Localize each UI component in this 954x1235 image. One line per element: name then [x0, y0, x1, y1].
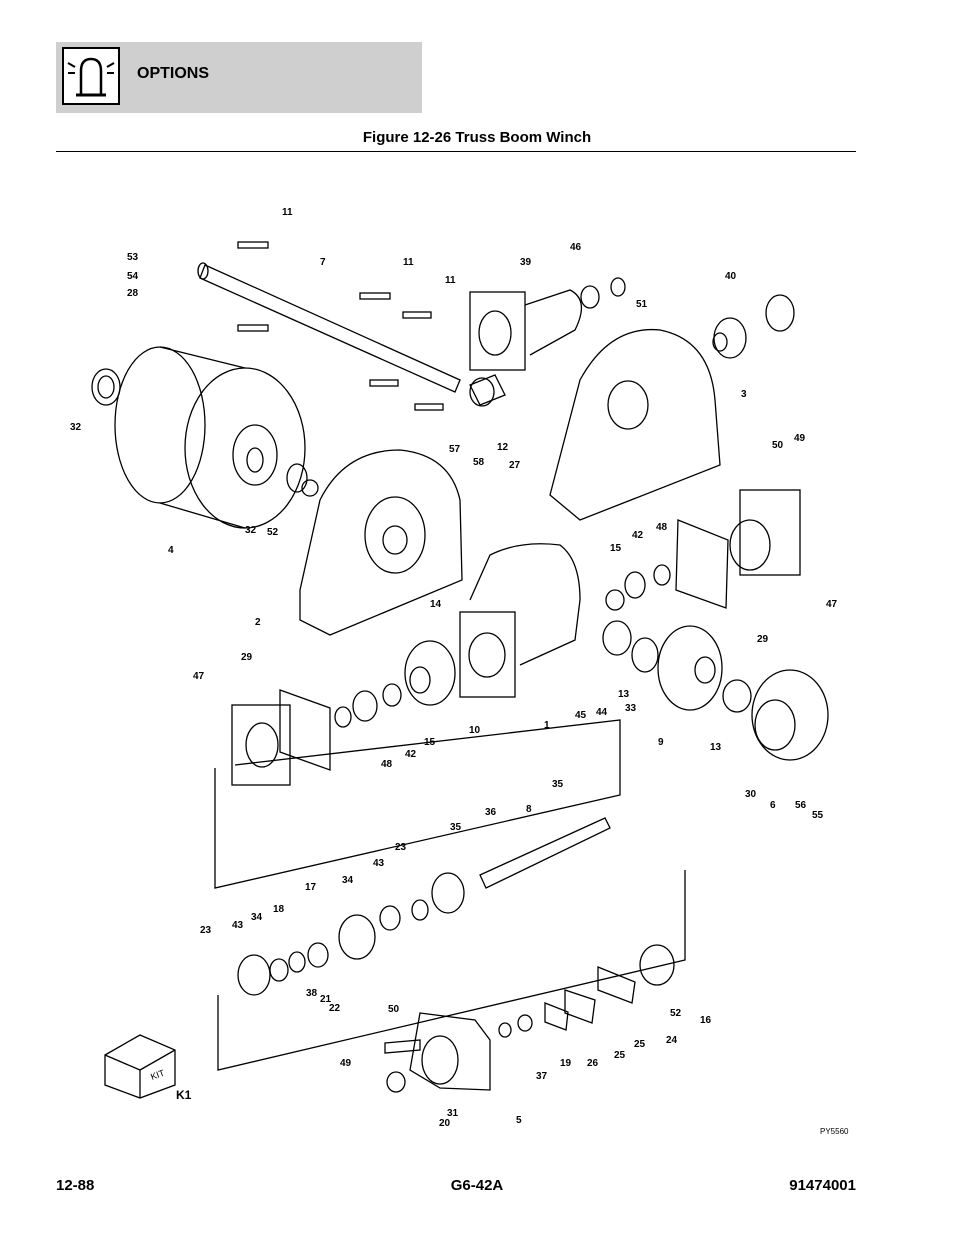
callout-label: 22	[329, 1003, 341, 1014]
callout-label: 56	[795, 800, 807, 811]
callout-label: 50	[772, 440, 784, 451]
callout-label: 31	[447, 1108, 459, 1119]
callout-label: 9	[658, 737, 664, 748]
drawing-linework	[91, 241, 829, 1099]
callout-label: 48	[381, 759, 393, 770]
callout-label: 28	[127, 288, 139, 299]
callout-label: 43	[373, 858, 385, 869]
options-light-icon-graphic	[67, 57, 115, 97]
callout-label: 55	[812, 810, 824, 821]
callout-label: 49	[794, 433, 806, 444]
callout-label: 20	[439, 1118, 451, 1129]
callout-label: 50	[388, 1004, 400, 1015]
callout-label: 57	[449, 444, 461, 455]
callout-label: 13	[618, 689, 630, 700]
callout-label: 19	[560, 1058, 572, 1069]
callout-label: 5	[516, 1115, 522, 1126]
callout-label: 8	[526, 804, 532, 815]
callout-label: 13	[710, 742, 722, 753]
options-light-icon	[62, 47, 120, 105]
callout-label: 6	[770, 800, 776, 811]
callout-label: 25	[634, 1039, 646, 1050]
callout-label: 1	[544, 720, 550, 731]
model-number: G6-42A	[450, 1177, 504, 1194]
callout-label: 35	[552, 779, 564, 790]
callout-label: 49	[340, 1058, 352, 1069]
callout-label: 33	[625, 703, 637, 714]
callout-label: 15	[610, 543, 622, 554]
kit-box-label: KIT	[149, 1068, 166, 1082]
callout-label: 36	[485, 807, 497, 818]
callout-label: 39	[520, 257, 532, 268]
document-part-number: 91474001	[789, 1177, 856, 1194]
callout-label: 12	[497, 442, 509, 453]
callout-label: 54	[127, 271, 139, 282]
callout-label: 18	[273, 904, 285, 915]
callout-label: 51	[636, 299, 648, 310]
callout-labels: 11 7 11 11 53 54 28 39 46 51 40 32 3 12 …	[70, 207, 838, 1129]
page-number: 12-88	[56, 1177, 95, 1194]
section-title: OPTIONS	[137, 65, 210, 82]
callout-label: 48	[656, 522, 668, 533]
callout-label: 10	[469, 725, 481, 736]
callout-label: 4	[168, 545, 174, 556]
callout-label: 47	[826, 599, 838, 610]
callout-label: 44	[596, 707, 608, 718]
callout-label: 52	[267, 527, 279, 538]
caption-rule	[56, 151, 856, 152]
callout-label: 11	[445, 275, 456, 286]
callout-label: 47	[193, 671, 205, 682]
callout-label: 23	[395, 842, 407, 853]
callout-label: 21	[320, 994, 332, 1005]
callout-label: 34	[251, 912, 263, 923]
callout-label: 34	[342, 875, 354, 886]
callout-label: 11	[403, 257, 414, 268]
callout-label: 32	[70, 422, 82, 433]
callout-label: 26	[587, 1058, 599, 1069]
callout-label: 15	[424, 737, 436, 748]
callout-label: 23	[200, 925, 212, 936]
callout-label: 2	[255, 617, 261, 628]
callout-label: 32	[245, 525, 257, 536]
callout-label: 58	[473, 457, 485, 468]
callout-label: 27	[509, 460, 521, 471]
callout-label: 3	[741, 389, 747, 400]
kit-callout: K1	[176, 1088, 192, 1102]
callout-label: 25	[614, 1050, 626, 1061]
callout-label: 45	[575, 710, 587, 721]
callout-label: 52	[670, 1008, 682, 1019]
callout-label: 29	[757, 634, 769, 645]
figure-caption: Figure 12-26 Truss Boom Winch	[362, 129, 592, 146]
callout-label: 42	[405, 749, 417, 760]
callout-label: 37	[536, 1071, 548, 1082]
callout-label: 24	[666, 1035, 678, 1046]
callout-label: 14	[430, 599, 442, 610]
drawing-code: PY5560	[820, 1127, 849, 1136]
callout-label: 29	[241, 652, 253, 663]
callout-label: 46	[570, 242, 582, 253]
callout-label: 30	[745, 789, 757, 800]
callout-label: 53	[127, 252, 139, 263]
callout-label: 16	[700, 1015, 712, 1026]
callout-label: 7	[320, 257, 326, 268]
callout-label: 42	[632, 530, 644, 541]
callout-label: 40	[725, 271, 737, 282]
callout-label: 17	[305, 882, 317, 893]
callout-label: 38	[306, 988, 318, 999]
callout-label: 11	[282, 207, 293, 218]
callout-label: 43	[232, 920, 244, 931]
callout-label: 35	[450, 822, 462, 833]
